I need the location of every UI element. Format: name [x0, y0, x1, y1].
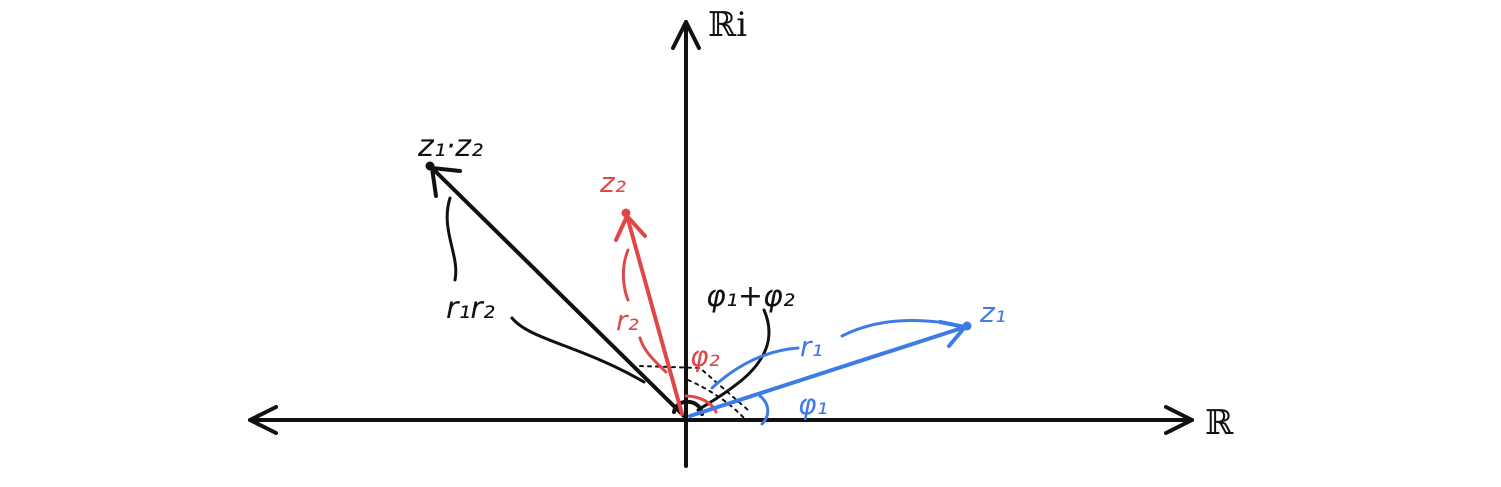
product-angle-label: φ₁+φ₂ — [706, 279, 795, 314]
z1-point — [962, 321, 972, 331]
product-modulus-leader-bottom — [510, 316, 646, 384]
product-vector: z₁·z₂ r₁r₂ φ₁+φ₂ — [417, 129, 795, 420]
imaginary-axis-label: ℝi — [708, 5, 747, 45]
z2-angle-label: φ₂ — [690, 340, 720, 373]
product-point — [425, 161, 435, 171]
z2-modulus-leader-top — [621, 248, 630, 302]
z1-modulus-label: r₁ — [800, 330, 823, 363]
z2-vector-shaft — [625, 214, 684, 416]
product-modulus-leader-top — [445, 196, 458, 282]
real-axis-right-arrowhead — [1164, 405, 1194, 435]
z2-modulus-leader-bottom — [638, 336, 668, 374]
z2-vector: z₂ r₂ φ₂ — [599, 166, 720, 416]
real-axis-left-arrowhead — [248, 405, 278, 435]
imaginary-axis: ℝi — [671, 5, 747, 468]
z2-label: z₂ — [599, 166, 626, 199]
z2-modulus-label: r₂ — [616, 304, 639, 337]
z1-angle-label: φ₁ — [798, 388, 828, 421]
product-modulus-label: r₁r₂ — [446, 291, 495, 326]
real-axis-label: ℝ — [1205, 403, 1234, 443]
z1-label: z₁ — [979, 296, 1006, 329]
product-vector-shaft — [430, 166, 688, 420]
product-label: z₁·z₂ — [417, 129, 483, 164]
z1-vector-shaft — [688, 325, 967, 418]
z1-angle-arc — [758, 394, 770, 426]
z1-modulus-leader-left — [710, 346, 800, 390]
imaginary-axis-arrowhead — [671, 20, 701, 50]
z2-point — [621, 208, 631, 218]
real-axis: ℝ — [248, 403, 1234, 443]
z1-vector: z₁ r₁ φ₁ — [688, 296, 1006, 426]
z1-modulus-leader-right — [840, 319, 940, 338]
